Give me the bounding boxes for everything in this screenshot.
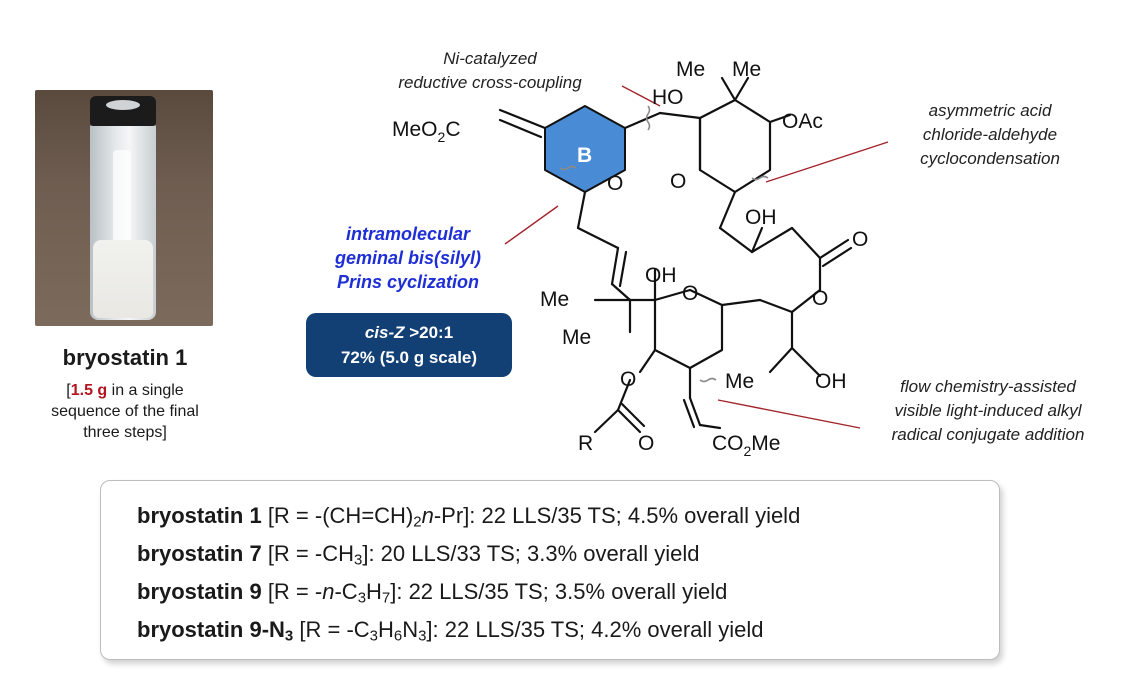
label-o-carbonyl: O (852, 228, 868, 251)
label-r: R (578, 432, 593, 455)
photo-note: [1.5 g in a single sequence of the final… (51, 382, 199, 441)
label-o-ring-b: O (607, 172, 623, 195)
label-me-left-2: Me (562, 326, 591, 349)
vial-reflection (113, 150, 131, 245)
acid-annotation-line1: asymmetric acid (929, 101, 1052, 120)
vial-cap (90, 96, 156, 126)
disconnection-mark-2 (559, 165, 577, 171)
disconnection-mark-1 (645, 105, 651, 131)
label-me-2: Me (732, 58, 761, 81)
prins-annotation-line2: geminal bis(silyl) (334, 248, 481, 268)
synthesis-summary-box: bryostatin 1 [R = -(CH=CH)2n-Pr]: 22 LLS… (100, 480, 1000, 660)
label-oh-c: OH (645, 264, 677, 287)
white-powder (93, 240, 153, 318)
pointer-prins (504, 205, 559, 245)
label-o-acyl-co: O (638, 432, 654, 455)
summary-row-2: bryostatin 7 [R = -CH3]: 20 LLS/33 TS; 3… (137, 541, 700, 569)
summary-row-4: bryostatin 9-N3 [R = -C3H6N3]: 22 LLS/35… (137, 617, 764, 645)
svg-text:CO2Me: CO2Me (712, 432, 780, 459)
ni-annotation-line1: Ni-catalyzed (443, 49, 537, 68)
disconnection-mark-4 (699, 377, 717, 383)
photo-caption: bryostatin 1 (62, 345, 188, 370)
label-o-acyl: O (620, 368, 636, 391)
ni-annotation-line2: reductive cross-coupling (398, 73, 582, 92)
product-vial-photo (35, 90, 213, 326)
acid-annotation-line3: cyclocondensation (920, 149, 1060, 168)
label-oh-bottom: OH (815, 370, 847, 393)
flow-annotation-line1: flow chemistry-assisted (900, 377, 1076, 396)
prins-annotation-line1: intramolecular (346, 224, 471, 244)
flow-annotation-line2: visible light-induced alkyl (894, 401, 1082, 420)
label-oh-mid: OH (745, 206, 777, 229)
acid-annotation-line2: chloride-aldehyde (923, 125, 1057, 144)
disconnection-mark-3 (751, 175, 769, 181)
label-oac: OAc (782, 110, 823, 133)
label-me-1: Me (676, 58, 705, 81)
pointer-flow (717, 399, 861, 429)
label-o-ring-c: O (682, 282, 698, 305)
prins-annotation-line3: Prins cyclization (337, 272, 479, 292)
stereoselectivity-box: cis-Z >20:1 72% (5.0 g scale) (306, 313, 512, 377)
summary-row-1: bryostatin 1 [R = -(CH=CH)2n-Pr]: 22 LLS… (137, 503, 801, 531)
scale-amount: 1.5 g (70, 382, 108, 399)
label-me-bottom: Me (725, 370, 754, 393)
label-o-ring-a: O (670, 170, 686, 193)
label-ho: HO (652, 86, 684, 109)
label-o-ester: O (812, 287, 828, 310)
flow-annotation-line3: radical conjugate addition (892, 425, 1085, 444)
pointer-acid (765, 141, 889, 183)
ring-b-label: B (577, 144, 592, 167)
label-co2me: CO (712, 432, 744, 455)
label-meo2c: MeO (392, 118, 438, 141)
ring-a (658, 98, 772, 194)
pointer-ni (621, 85, 661, 107)
label-me-left-1: Me (540, 288, 569, 311)
svg-text:MeO2C: MeO2C (392, 118, 460, 145)
summary-row-3: bryostatin 9 [R = -n-C3H7]: 22 LLS/35 TS… (137, 579, 728, 607)
